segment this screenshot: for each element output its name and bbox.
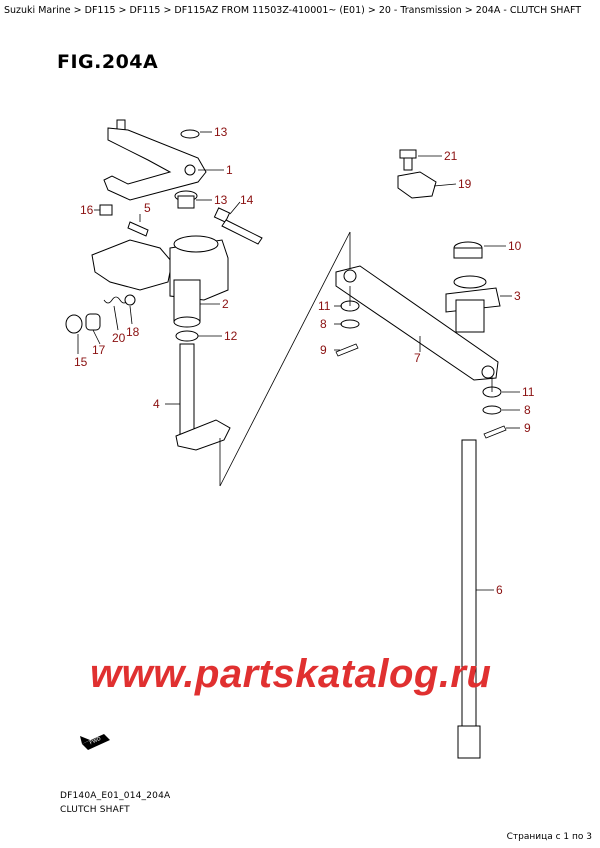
plug-15	[65, 314, 83, 334]
callout-14-bolt[interactable]: 14	[240, 193, 254, 207]
breadcrumb-link-suzuki-marine[interactable]: Suzuki Marine	[4, 5, 71, 16]
washer-12	[175, 330, 199, 342]
screw-5	[127, 221, 149, 237]
callout-10-plug[interactable]: 10	[508, 239, 522, 253]
cotter-pin-9-right	[483, 425, 507, 439]
spring-20	[103, 296, 129, 304]
callout-7-rod[interactable]: 7	[414, 351, 421, 365]
fwd-arrow-icon: FWD	[80, 734, 110, 750]
callout-9-pin-left[interactable]: 9	[320, 343, 327, 357]
page-info: Страница с 1 по 3	[506, 832, 592, 842]
callout-20-spring[interactable]: 20	[112, 331, 126, 345]
callout-19-clip[interactable]: 19	[458, 177, 472, 191]
clip-19	[397, 171, 437, 199]
callout-18-ball[interactable]: 18	[126, 325, 140, 339]
bush-3	[445, 275, 501, 333]
ball-18	[124, 294, 136, 306]
bolt-21	[399, 149, 417, 171]
breadcrumb-link-df115[interactable]: DF115	[84, 5, 116, 16]
plug-10-body	[453, 247, 483, 259]
breadcrumb-link-df115-model[interactable]: DF115	[129, 5, 161, 16]
breadcrumb-separator: >	[73, 5, 82, 16]
callout-13-bush[interactable]: 13	[214, 193, 228, 207]
circlip-13	[180, 129, 200, 139]
callout-12-washer[interactable]: 12	[224, 329, 238, 343]
spring-17	[85, 313, 101, 331]
callout-8-washer-left[interactable]: 8	[320, 317, 327, 331]
breadcrumb-separator: >	[367, 5, 376, 16]
watermark: www.partskatalog.ru	[90, 652, 492, 696]
breadcrumb-separator: >	[163, 5, 172, 16]
callout-2-housing[interactable]: 2	[222, 297, 229, 311]
rod-7-eye-top	[343, 269, 357, 283]
callout-5-screw[interactable]: 5	[144, 201, 151, 215]
callout-21-bolt[interactable]: 21	[444, 149, 458, 163]
bush-13-body	[177, 195, 195, 209]
callout-11-bush-right[interactable]: 11	[522, 385, 535, 399]
callout-leaders	[77, 131, 520, 591]
breadcrumb: Suzuki Marine>DF115>DF115>DF115AZ FROM 1…	[4, 4, 596, 17]
clutch-rod-7	[335, 265, 499, 381]
bolt-14	[213, 207, 263, 245]
callout-1-lever[interactable]: 1	[226, 163, 233, 177]
breadcrumb-link-transmission[interactable]: 20 - Transmission	[378, 5, 462, 16]
callout-4-shaft[interactable]: 4	[153, 397, 160, 411]
clutch-shaft-6	[457, 439, 481, 759]
breadcrumb-separator: >	[118, 5, 127, 16]
breadcrumb-link-serial-range[interactable]: DF115AZ FROM 11503Z-410001~ (E01)	[174, 5, 365, 16]
callout-6-shaft[interactable]: 6	[496, 583, 503, 597]
breadcrumb-separator: >	[464, 5, 473, 16]
reference-line-left	[219, 231, 351, 487]
washer-8-left	[340, 319, 360, 329]
breadcrumb-current: 204A - CLUTCH SHAFT	[475, 5, 582, 16]
clutch-housing-2	[169, 235, 229, 328]
callout-16-pin[interactable]: 16	[80, 203, 94, 217]
figure-title: FIG.204A	[57, 51, 159, 73]
clutch-shaft-4	[175, 343, 231, 486]
washer-8-right	[482, 405, 502, 415]
callout-3-bush[interactable]: 3	[514, 289, 521, 303]
detent-bracket	[91, 239, 173, 291]
pin-16	[99, 204, 113, 216]
cotter-pin-9-left	[335, 343, 359, 357]
callout-15-plug[interactable]: 15	[74, 355, 88, 369]
rod-7-eye-bottom	[481, 365, 495, 379]
diagram-name: CLUTCH SHAFT	[60, 805, 130, 815]
callout-9-pin-right[interactable]: 9	[524, 421, 531, 435]
diagram-code: DF140A_E01_014_204A	[60, 791, 171, 801]
callout-13-circlip[interactable]: 13	[214, 125, 228, 139]
clutch-lever-arm	[103, 119, 207, 201]
callout-8-washer-right[interactable]: 8	[524, 403, 531, 417]
callout-11-bush-left[interactable]: 11	[318, 299, 331, 313]
fwd-label: FWD	[89, 736, 102, 746]
callout-17-spring[interactable]: 17	[92, 343, 106, 357]
